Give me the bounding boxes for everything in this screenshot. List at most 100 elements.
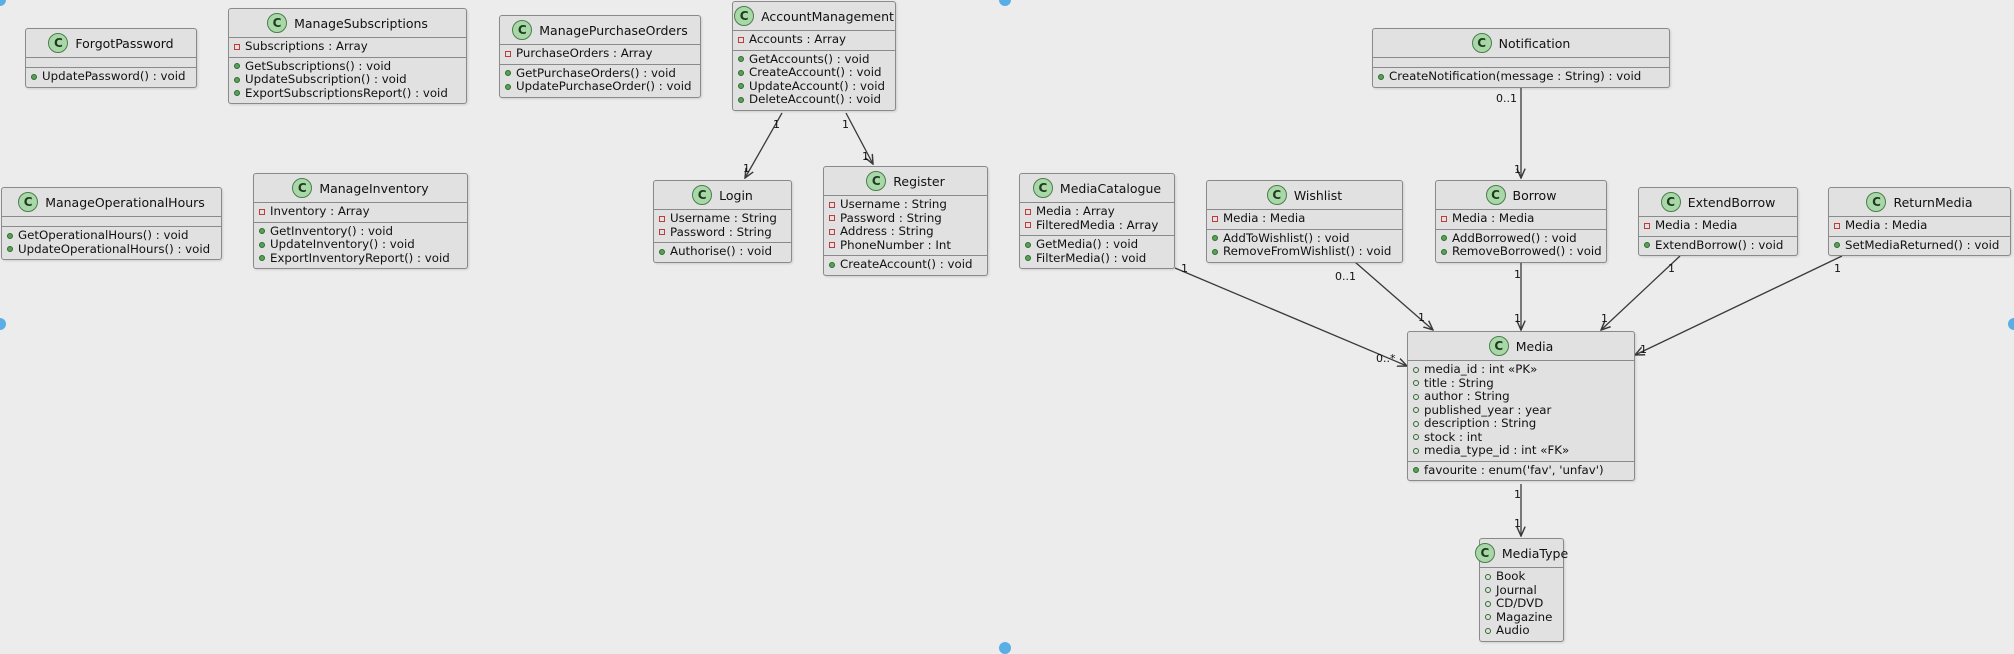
public-visibility-icon: [505, 70, 511, 77]
method-text: UpdateInventory() : void: [270, 237, 415, 251]
method-row: CreateNotification(message : String) : v…: [1378, 69, 1664, 84]
public-visibility-icon: [234, 63, 240, 70]
class-name: MediaCatalogue: [1059, 180, 1162, 196]
private-visibility-icon: [1644, 222, 1650, 229]
method-row: ExtendBorrow() : void: [1644, 238, 1792, 253]
public-visibility-icon: [259, 241, 265, 248]
mult-catalogue-media-dst: 0..*: [1376, 352, 1396, 365]
attribute-text: Media : Array: [1036, 204, 1115, 218]
private-visibility-icon: [1212, 215, 1218, 222]
class-stereotype-icon: C: [1866, 192, 1887, 212]
method-row: UpdatePurchaseOrder() : void: [505, 79, 695, 94]
attribute-text: CD/DVD: [1496, 596, 1544, 610]
class-name: MediaType: [1501, 545, 1569, 561]
method-text: ExportInventoryReport() : void: [270, 250, 450, 265]
public-visibility-icon: [1212, 235, 1218, 242]
public-visibility-icon: [1413, 467, 1419, 474]
attribute-row: stock : int: [1413, 430, 1629, 445]
class-stereotype-icon: C: [1488, 336, 1509, 356]
public-visibility-icon: [1485, 573, 1491, 580]
resize-handle-top-left[interactable]: [0, 0, 6, 6]
resize-handle-bottom[interactable]: [999, 642, 1011, 654]
method-text: GetPurchaseOrders() : void: [516, 65, 676, 80]
public-visibility-icon: [259, 255, 265, 262]
public-visibility-icon: [1378, 73, 1384, 80]
resize-handle-right[interactable]: [2008, 318, 2014, 330]
mult-media-mediatype-src: 1: [1514, 488, 1521, 501]
method-row: GetAccounts() : void: [738, 51, 890, 67]
class-name: AccountManagement: [761, 8, 894, 24]
method-text: GetAccounts() : void: [749, 51, 870, 66]
mult-extend-media-src: 1: [1668, 262, 1675, 275]
method-row: Authorise() : void: [659, 244, 786, 259]
resize-handle-top-right[interactable]: [999, 0, 1011, 6]
methods-section: ExtendBorrow() : void: [1639, 235, 1797, 256]
attribute-text: Accounts : Array: [749, 32, 847, 46]
attribute-text: title : String: [1424, 375, 1494, 390]
attribute-row: Audio: [1485, 623, 1558, 638]
attributes-section: [2, 217, 221, 226]
mult-wishlist-media-src: 0..1: [1335, 270, 1356, 283]
method-text: AddToWishlist() : void: [1223, 230, 1350, 245]
attribute-row: title : String: [1413, 375, 1629, 391]
public-visibility-icon: [1025, 255, 1031, 262]
method-text: SetMediaReturned() : void: [1845, 237, 2000, 252]
method-row: UpdateOperationalHours() : void: [7, 242, 216, 257]
private-visibility-icon: [259, 208, 265, 215]
public-visibility-icon: [659, 248, 665, 255]
attribute-text: Subscriptions : Array: [245, 39, 368, 53]
attribute-text: Media : Media: [1452, 211, 1535, 225]
method-row: GetInventory() : void: [259, 224, 462, 239]
attribute-text: Book: [1496, 569, 1526, 583]
private-visibility-icon: [1441, 215, 1447, 222]
attribute-row: Password : String: [659, 225, 786, 240]
class-name: ManagePurchaseOrders: [539, 22, 688, 38]
methods-section: CreateAccount() : void: [824, 255, 987, 275]
method-text: RemoveFromWishlist() : void: [1223, 244, 1392, 258]
mult-returnm-media-src: 1: [1834, 262, 1841, 275]
resize-handle-left[interactable]: [0, 318, 6, 330]
public-visibility-icon: [234, 76, 240, 83]
private-visibility-icon: [829, 201, 835, 208]
attribute-row: Subscriptions : Array: [234, 39, 461, 54]
method-text: GetSubscriptions() : void: [245, 58, 392, 73]
method-row: RemoveBorrowed() : void: [1441, 244, 1602, 259]
class-name: ManageOperationalHours: [45, 194, 205, 210]
method-row: FilterMedia() : void: [1025, 251, 1169, 266]
public-visibility-icon: [1441, 235, 1447, 242]
class-stereotype-icon: C: [1032, 178, 1053, 198]
mult-media-mediatype-dst: 1: [1514, 517, 1521, 530]
relation-account-login: [745, 112, 783, 178]
class-name: ReturnMedia: [1893, 194, 1973, 210]
attributes-section: Inventory : Array: [254, 203, 467, 222]
public-visibility-icon: [1413, 366, 1419, 373]
attribute-row: Media : Media: [1212, 211, 1397, 226]
method-text: UpdatePurchaseOrder() : void: [516, 79, 692, 93]
method-text: UpdatePassword() : void: [42, 69, 186, 83]
attribute-row: Media : Media: [1644, 218, 1792, 233]
method-text: UpdateSubscription() : void: [245, 72, 407, 86]
methods-section: UpdatePassword() : void: [26, 67, 196, 87]
